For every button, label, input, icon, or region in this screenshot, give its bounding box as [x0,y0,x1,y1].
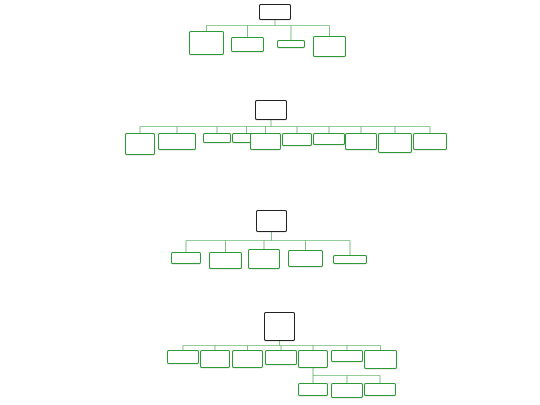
d1-child-node[interactable] [189,31,224,55]
d1-child-node[interactable] [313,36,346,57]
d4-root-node[interactable] [264,312,295,341]
d1-child-node[interactable] [231,37,264,52]
d4-child-node[interactable] [232,350,263,368]
d4-subchild-node[interactable] [364,383,396,396]
d4-subchild-node[interactable] [331,383,363,398]
d2-child-node[interactable] [345,133,377,150]
d3-child-node[interactable] [171,252,201,264]
d4-subchild-node[interactable] [298,383,328,396]
d4-child-node[interactable] [200,350,230,368]
d4-child-node[interactable] [331,350,363,362]
d1-root-node[interactable] [259,4,291,20]
d2-child-node[interactable] [413,133,447,150]
d4-child-node[interactable] [364,350,397,369]
d3-child-node[interactable] [288,250,323,267]
d3-child-node[interactable] [248,249,280,269]
d1-child-node[interactable] [277,40,305,48]
d4-child-node[interactable] [298,350,328,368]
d3-child-node[interactable] [333,255,367,264]
d2-root-node[interactable] [255,100,287,120]
d2-child-node[interactable] [203,133,231,143]
d2-child-node[interactable] [378,133,412,153]
d3-root-node[interactable] [256,210,287,232]
d4-child-node[interactable] [265,350,297,365]
d3-child-node[interactable] [209,252,242,269]
d2-child-node[interactable] [313,133,345,145]
d4-child-node[interactable] [167,350,199,364]
d2-child-node[interactable] [250,133,281,150]
d2-child-node[interactable] [158,133,196,150]
d2-child-node[interactable] [125,133,155,155]
d2-child-node[interactable] [282,133,312,146]
